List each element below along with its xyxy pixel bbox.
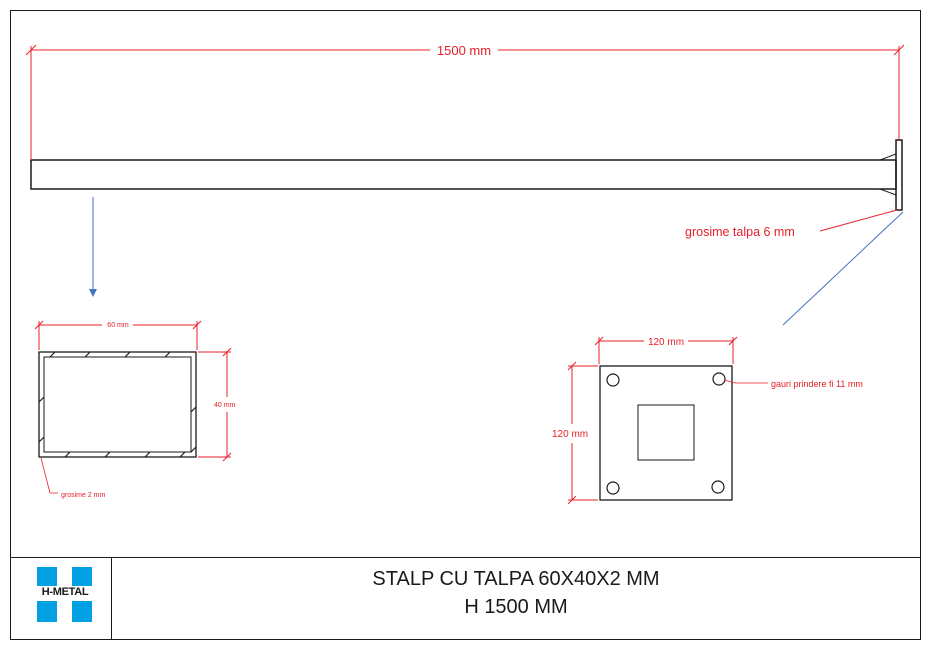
post-weld-fillet [879, 153, 897, 196]
profile-height-dimension [198, 347, 232, 462]
plate-view-arrow-line [782, 211, 904, 326]
section-view-arrow [89, 197, 97, 297]
post-tube [30, 159, 897, 190]
wall-thickness-label: grosime 2 mm [61, 492, 106, 499]
plate-width-label: 120 mm [648, 337, 684, 348]
mounting-hole-top-right [712, 372, 726, 386]
drawing-subtitle: H 1500 MM [464, 596, 568, 618]
profile-width-dimension [34, 320, 202, 350]
plate-height-label: 120 mm [552, 429, 588, 440]
mounting-hole-top-left [606, 373, 620, 387]
profile-outer [38, 351, 197, 458]
length-dimension-label: 1500 mm [437, 43, 491, 58]
profile-width-label: 60 mm [107, 322, 129, 329]
h-metal-logo [37, 567, 92, 622]
post-side-view [30, 139, 903, 211]
plate-width-dimension [594, 336, 738, 364]
base-plate-view [599, 365, 733, 501]
mounting-hole-bottom-right [711, 480, 725, 494]
wall-thickness-leader [40, 457, 58, 494]
profile-height-label: 40 mm [214, 402, 236, 409]
drawing-title: STALP CU TALPA 60X40X2 MM [372, 568, 660, 590]
base-plate-outline [599, 365, 733, 501]
post-footprint [637, 404, 695, 461]
logo-wordmark: H-METAL [36, 586, 94, 598]
mounting-hole-leader [723, 379, 768, 384]
profile-hatching [38, 351, 197, 458]
drawing-frame [10, 10, 921, 640]
profile-cross-section [38, 351, 197, 458]
plate-height-dimension [567, 361, 598, 505]
mounting-hole-label: gauri prindere fi 11 mm [771, 379, 863, 389]
length-dimension [25, 44, 905, 160]
mounting-hole-bottom-left [606, 481, 620, 495]
profile-inner [43, 356, 192, 453]
base-plate-edge [895, 139, 903, 211]
plate-thickness-label: grosime talpa 6 mm [685, 225, 795, 239]
plate-thickness-leader [819, 209, 898, 232]
